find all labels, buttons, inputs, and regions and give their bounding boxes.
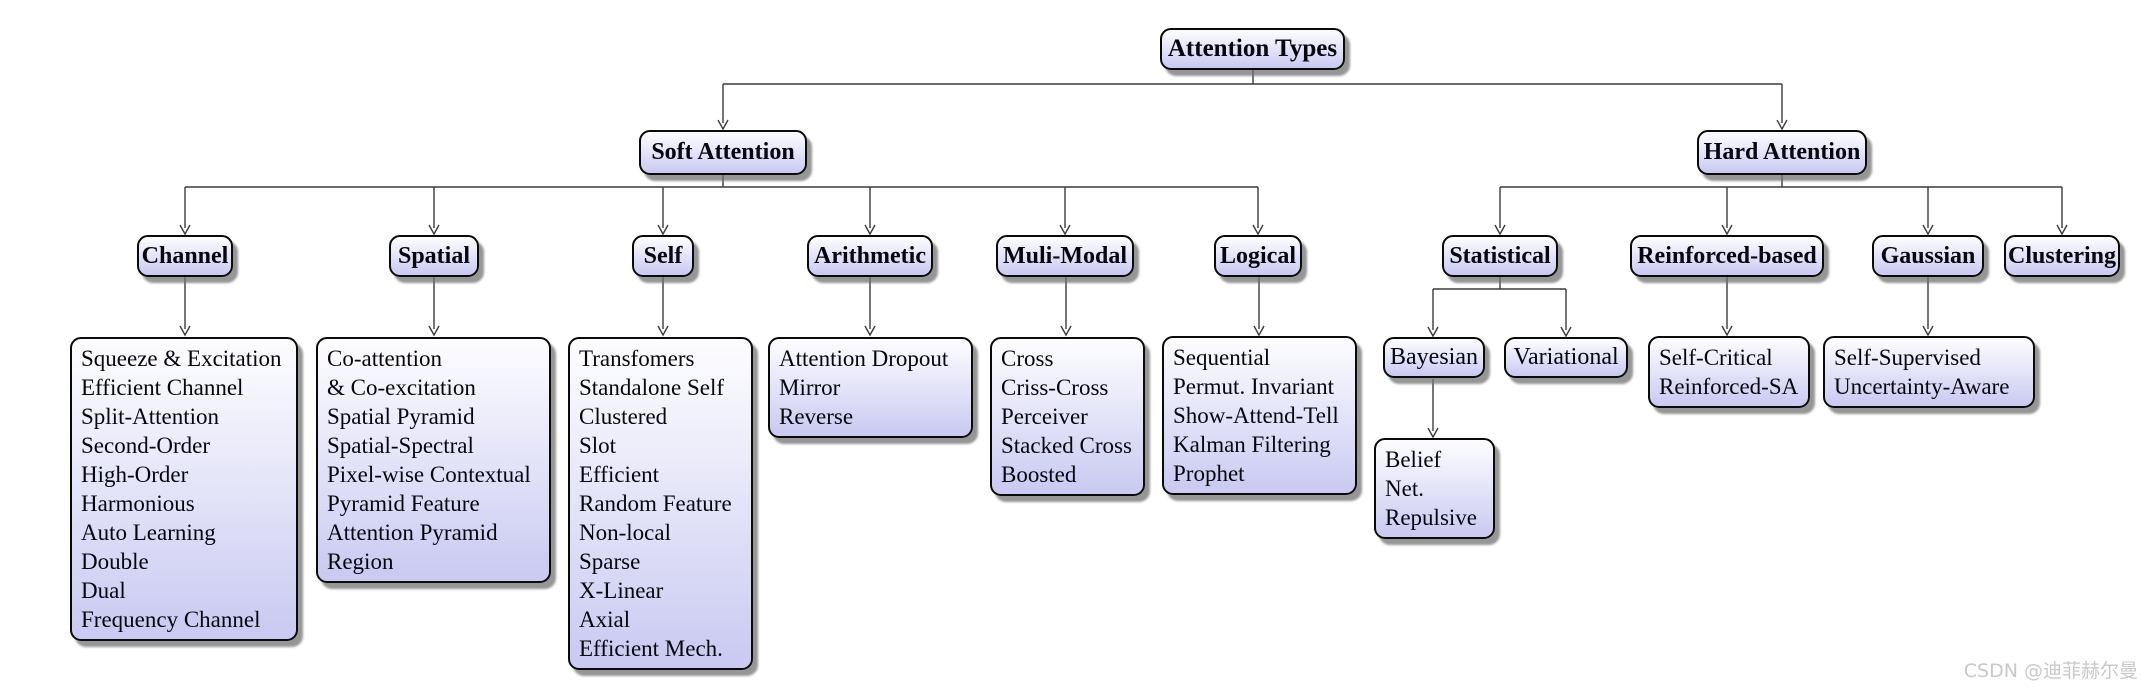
leaf-list-bayesian: Belief Net. Repulsive (1374, 438, 1495, 539)
csdn-watermark: CSDN @迪菲赫尔曼 (1963, 660, 2138, 682)
leaf-list-self: Transfomers Standalone Self Clustered Sl… (568, 337, 753, 670)
leaf-list-muli-modal: Cross Criss-Cross Perceiver Stacked Cros… (990, 337, 1145, 496)
leaf-list-gaussian: Self-Supervised Uncertainty-Aware (1823, 336, 2035, 408)
node-hard-attention: Hard Attention (1697, 130, 1867, 175)
leaf-list-channel: Squeeze & Excitation Efficient Channel S… (70, 337, 298, 641)
node-statistical: Statistical (1442, 235, 1558, 277)
node-bayesian: Bayesian (1383, 337, 1485, 378)
node-soft-attention: Soft Attention (639, 130, 807, 175)
arrowheads (179, 119, 2068, 439)
leaf-list-logical: Sequential Permut. Invariant Show-Attend… (1162, 336, 1357, 495)
node-gaussian: Gaussian (1872, 235, 1984, 277)
leaf-list-spatial: Co-attention & Co-excitation Spatial Pyr… (316, 337, 551, 583)
node-reinforced-based: Reinforced-based (1630, 235, 1824, 277)
node-channel: Channel (137, 235, 233, 277)
node-attention-types: Attention Types (1160, 28, 1345, 70)
node-variational: Variational (1504, 337, 1628, 378)
node-arithmetic: Arithmetic (807, 235, 933, 277)
leaf-list-arithmetic: Attention Dropout Mirror Reverse (768, 337, 973, 438)
node-self: Self (632, 235, 694, 277)
node-spatial: Spatial (389, 235, 479, 277)
node-clustering: Clustering (2004, 235, 2120, 277)
node-muli-modal: Muli-Modal (996, 235, 1134, 277)
tree-edges (184, 70, 2063, 431)
node-logical: Logical (1214, 235, 1302, 277)
leaf-list-reinforced: Self-Critical Reinforced-SA (1648, 336, 1810, 408)
